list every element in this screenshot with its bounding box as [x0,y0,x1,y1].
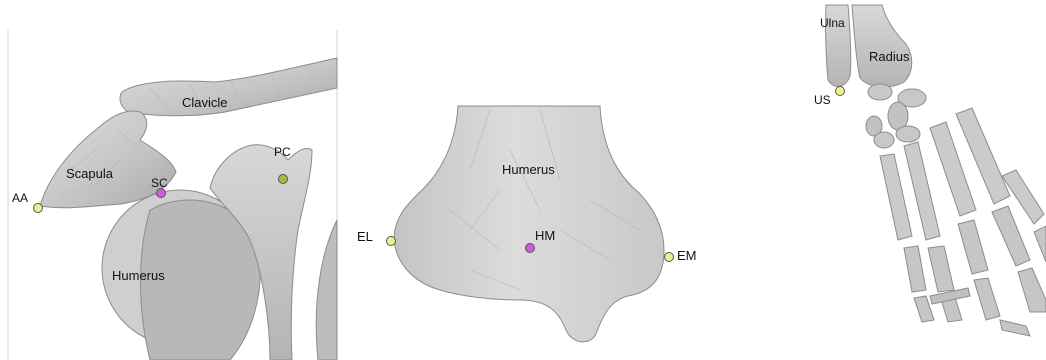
shoulder-panel: Clavicle Scapula Humerus AA SC PC [8,30,337,360]
phalanx-bone [958,220,988,274]
phalanx-bone [1018,268,1046,312]
clavicle-label: Clavicle [182,95,228,110]
radius-label: Radius [869,49,910,64]
distal-humerus-shape [394,106,664,342]
scapula-label: Scapula [66,166,114,181]
pc-marker [279,175,288,184]
carpal-bones [866,84,926,148]
phalanx-bone [928,246,954,292]
aa-marker [34,204,43,213]
em-label: EM [677,248,697,263]
metacarpal-bone [880,154,912,240]
em-marker [665,253,674,262]
ulna-label: Ulna [820,16,845,30]
wrist-panel: Ulna Radius US [814,5,1046,336]
el-label: EL [357,229,373,244]
us-label: US [814,93,831,107]
phalanx-bone [974,278,1000,320]
clavicle-shape [120,58,337,116]
carpal-bone [896,126,920,142]
carpal-bone [874,132,894,148]
phalanx-bone [1000,320,1030,336]
carpal-bone [868,84,892,100]
scapula-shape [40,111,176,208]
sc-label: SC [151,176,168,190]
humerus-label-shoulder: Humerus [112,268,165,283]
elbow-panel: Humerus EL HM EM [357,106,697,342]
pc-label: PC [274,145,291,159]
el-marker [387,237,396,246]
us-marker [836,87,845,96]
phalanx-bone [904,246,926,292]
hm-label: HM [535,228,555,243]
radius-shape [852,5,912,87]
phalanx-bone [992,206,1030,266]
sc-marker [157,189,166,198]
rib-fragment-shape [316,220,337,360]
hm-marker [526,244,535,253]
humerus-label-elbow: Humerus [502,162,555,177]
aa-label: AA [12,191,28,205]
phalanx-bone [1034,226,1046,262]
